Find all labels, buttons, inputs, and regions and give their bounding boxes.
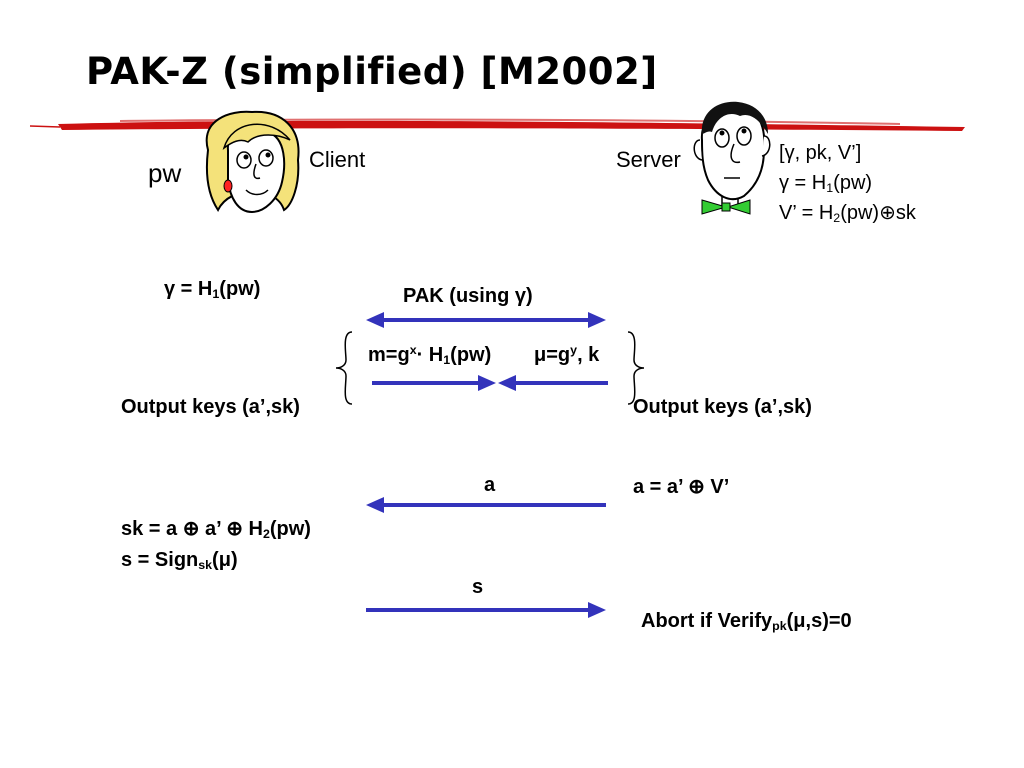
msg-s-label: s <box>472 576 484 598</box>
xor-symbol: ⊕ <box>688 476 705 498</box>
server-abort-check: Abort if Verifypk(μ,s)=0 <box>641 610 852 634</box>
server-label: Server <box>616 147 681 172</box>
mu-arrow <box>498 375 608 391</box>
gamma-symbol: γ <box>784 142 795 164</box>
server-stored-line-2: γ = H1(pw) <box>779 172 873 196</box>
mu-symbol: μ <box>793 610 806 632</box>
msg-mu-label: μ=gy, k <box>534 343 600 366</box>
mu-symbol: μ <box>534 344 547 366</box>
server-output-keys: Output keys (a’,sk) <box>633 396 812 418</box>
server-avatar <box>693 101 771 215</box>
client-avatar <box>205 110 300 214</box>
msg-a-label: a <box>484 474 496 496</box>
xor-symbol: ⊕ <box>226 518 243 540</box>
left-brace <box>335 331 353 405</box>
xor-symbol: ⊕ <box>879 202 896 224</box>
client-s-formula: s = Signsk(μ) <box>121 549 238 573</box>
server-stored-values: [γ, pk, V’] γ = H1(pw) V’ = H2(pw)⊕sk <box>779 138 916 228</box>
s-arrow <box>366 602 606 618</box>
mu-symbol: μ <box>218 549 231 571</box>
page-title: PAK-Z (simplified) [M2002] <box>86 50 658 93</box>
client-output-keys: Output keys (a’,sk) <box>121 396 300 418</box>
m-arrow <box>372 375 496 391</box>
msg-m-label: m=gx· H1(pw) <box>368 343 492 368</box>
server-a-formula: a = a’ ⊕ V’ <box>633 476 730 498</box>
pak-label: PAK (using γ) <box>403 285 533 307</box>
server-stored-line-3: V’ = H2(pw)⊕sk <box>779 202 916 226</box>
client-secret-label: pw <box>148 158 182 188</box>
a-arrow <box>366 497 606 513</box>
pak-double-arrow <box>366 312 606 328</box>
client-gamma-formula: γ = H1(pw) <box>164 278 261 302</box>
xor-symbol: ⊕ <box>182 518 200 540</box>
gamma-symbol: γ <box>514 285 526 307</box>
gamma-symbol: γ <box>164 278 176 300</box>
server-stored-line-1: [γ, pk, V’] <box>779 142 862 164</box>
client-label: Client <box>309 147 366 172</box>
gamma-symbol: γ <box>779 172 789 194</box>
client-sk-formula: sk = a ⊕ a’ ⊕ H2(pw) <box>121 518 311 542</box>
right-brace <box>627 331 645 405</box>
title-underline <box>29 118 965 131</box>
